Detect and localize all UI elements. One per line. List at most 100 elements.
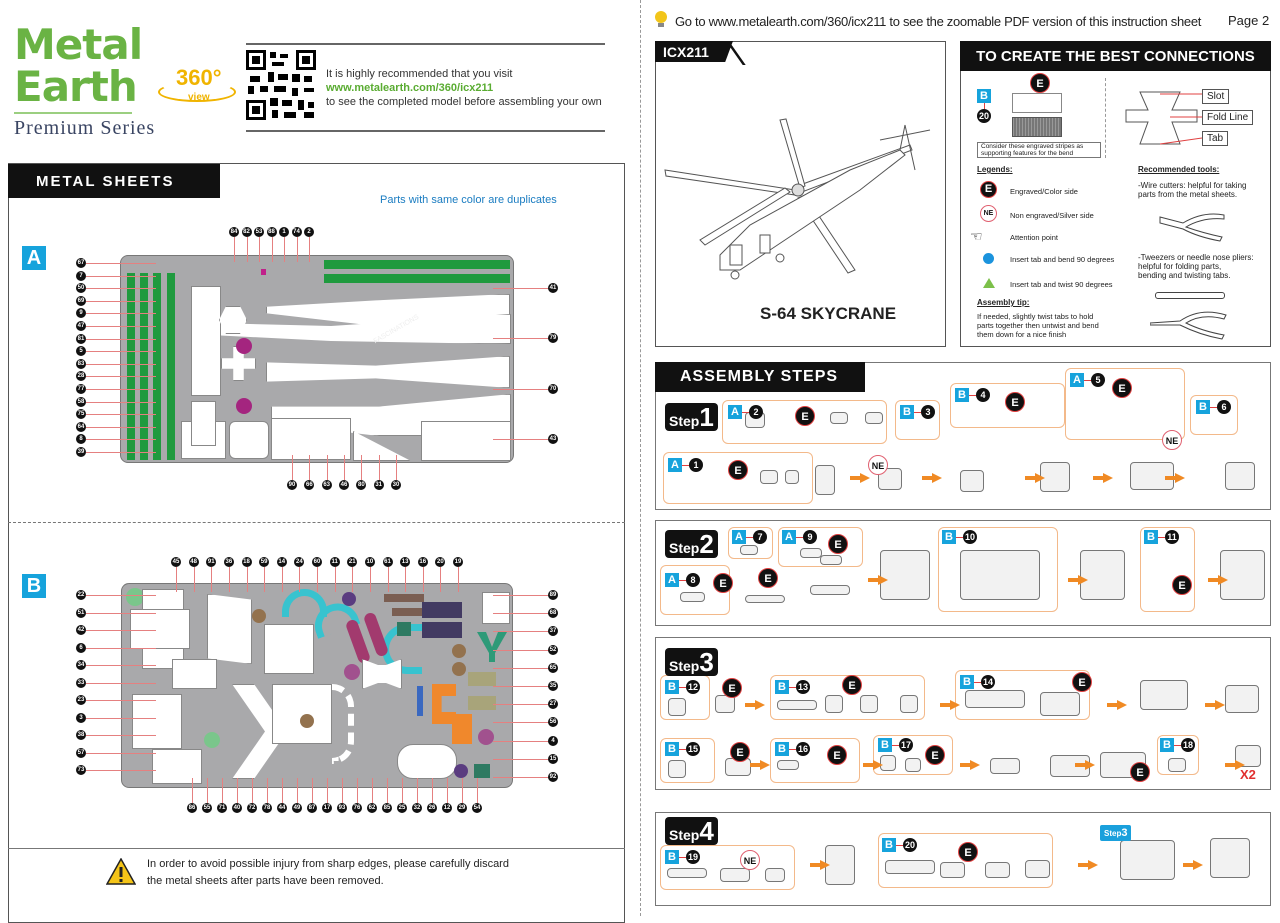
part-number-callout: 88 <box>266 227 277 237</box>
callout-leader-line <box>493 388 553 390</box>
label-dash <box>789 748 796 750</box>
callout-leader-line <box>309 455 311 480</box>
part-number-callout: 24 <box>294 557 305 567</box>
tool-wire-cutters-text: -Wire cutters: helpful for taking parts … <box>1138 181 1247 199</box>
engraved-side-marker: E <box>958 842 978 862</box>
step-2-callout-box <box>1140 527 1195 612</box>
part-diagram-plain <box>1012 93 1062 113</box>
part-number-callout: 71 <box>217 803 227 813</box>
engraved-side-marker: E <box>758 568 778 588</box>
part-number-callout: 39 <box>76 447 86 457</box>
callout-leader-line <box>86 288 156 290</box>
part-number-callout: 44 <box>277 803 287 813</box>
intro-url-link[interactable]: www.metalearth.com/360/icx211 <box>326 82 494 94</box>
qr-code[interactable] <box>246 50 316 120</box>
label-dash <box>746 536 753 538</box>
pointing-hand-icon: ☜ <box>970 228 983 244</box>
step-3-callout-box <box>955 670 1090 720</box>
warning-rule <box>8 848 625 849</box>
step-1-callout-box <box>895 400 940 440</box>
part-number-callout: 47 <box>76 321 86 331</box>
assembly-part-illustration <box>885 860 935 874</box>
sheet-a-letter: A <box>22 246 46 270</box>
part-number-callout: 33 <box>76 677 86 688</box>
engraved-marker: E <box>1030 73 1050 93</box>
brand-logo-metal: Metal <box>14 20 143 69</box>
orange-arrow-icon <box>1208 575 1228 585</box>
part-number-callout: 36 <box>223 557 234 567</box>
callout-leader-line <box>493 613 553 615</box>
callout-leader-line <box>493 758 553 760</box>
callout-leader-line <box>86 426 156 428</box>
assembly-part-illustration <box>1140 680 1188 710</box>
callout-leader-line <box>352 567 354 592</box>
engraved-side-marker: E <box>730 742 750 762</box>
part-number: 7 <box>753 530 767 544</box>
legend-bend-text: Insert tab and bend 90 degrees <box>1010 255 1115 264</box>
legend-engraved-icon: E <box>980 181 997 198</box>
metal-sheet-b <box>121 583 513 788</box>
callout-leader-line <box>493 777 553 778</box>
part-number-callout: 5 <box>76 346 86 357</box>
callout-leader-line <box>493 740 553 742</box>
mini-step-3-badge: Step3 <box>1100 825 1132 841</box>
assembly-part-illustration <box>785 470 799 484</box>
label-dash <box>742 411 749 413</box>
assembly-part-illustration <box>905 758 921 772</box>
callout-leader-line <box>246 237 248 262</box>
legends-title: Legends: <box>977 165 1013 174</box>
sheet-letter: B <box>942 530 956 544</box>
engraved-side-marker: E <box>1072 672 1092 692</box>
part-number-callout: 53 <box>254 227 264 237</box>
callout-leader-line <box>281 567 283 592</box>
part-number-callout: 42 <box>76 625 86 635</box>
assembly-part-illustration <box>825 695 843 713</box>
part-number-callout: 89 <box>548 590 558 600</box>
orange-arrow-icon <box>1093 473 1113 483</box>
part-number-callout: 6 <box>76 642 86 653</box>
part-number-callout: 3 <box>76 712 86 723</box>
assembly-part-illustration <box>878 468 902 490</box>
orange-arrow-icon <box>1183 860 1203 870</box>
part-number-callout: 87 <box>307 803 317 813</box>
engraved-side-marker: E <box>1130 762 1150 782</box>
part-number-callout: 46 <box>339 480 349 490</box>
engraved-side-marker: E <box>827 745 847 765</box>
part-number: 13 <box>796 680 810 694</box>
assembly-part-illustration <box>667 868 707 878</box>
360-label: 360° <box>176 65 222 90</box>
helicopter-illustration <box>664 118 931 280</box>
step-1-panel <box>655 362 1271 510</box>
callout-leader-line <box>312 778 313 803</box>
step-1-callout-box <box>1190 395 1238 435</box>
label-dash <box>682 464 689 466</box>
label-dash <box>1084 379 1091 381</box>
assembly-part-illustration <box>1225 685 1259 713</box>
assembly-steps-title: ASSEMBLY STEPS <box>655 362 865 392</box>
callout-leader-line <box>86 665 156 666</box>
part-number-callout: 73 <box>76 765 86 775</box>
orange-arrow-icon <box>863 760 883 770</box>
assembly-part-illustration <box>815 465 835 495</box>
step-2-callout-box <box>938 527 1058 612</box>
callout-leader-line <box>86 389 156 390</box>
orange-arrow-icon <box>960 760 980 770</box>
label-dash <box>679 579 686 581</box>
label-dash <box>1174 744 1181 746</box>
callout-leader-line <box>86 717 156 719</box>
callout-leader-line <box>361 455 363 480</box>
part-number-callout: 57 <box>76 747 86 758</box>
sheet-b-letter: B <box>22 574 46 598</box>
orange-arrow-icon <box>745 700 765 710</box>
part-number: 6 <box>1217 400 1231 414</box>
part-number-callout: 16 <box>417 557 428 567</box>
fold-line-label: Fold Line <box>1202 110 1254 125</box>
orange-arrow-icon <box>1078 860 1098 870</box>
sheet-letter: A <box>732 530 746 544</box>
